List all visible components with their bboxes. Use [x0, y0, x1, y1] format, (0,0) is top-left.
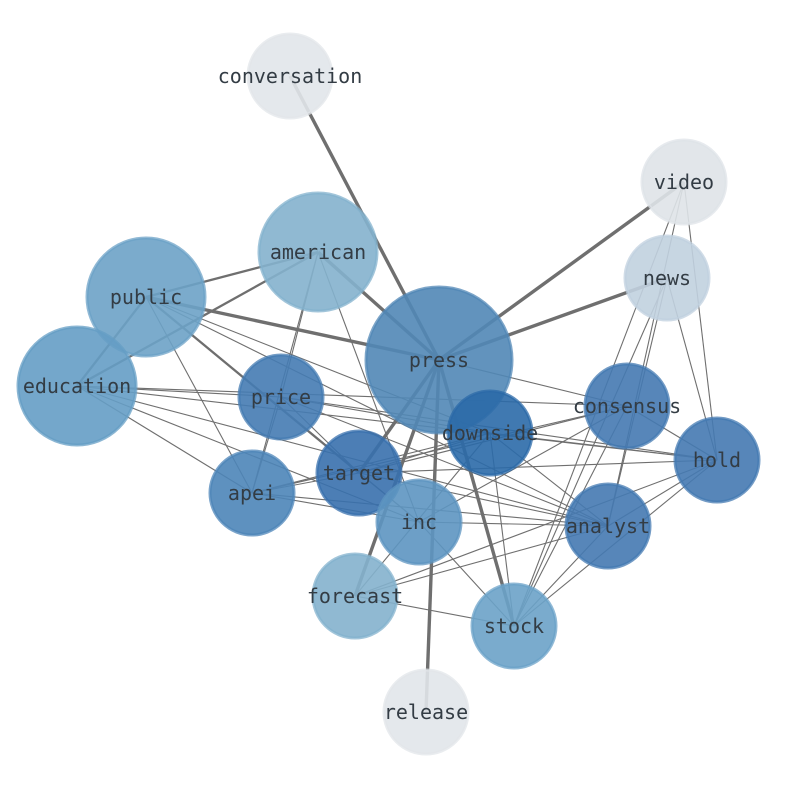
- edge-analyst-forecast: [354, 525, 609, 597]
- node-label-education: education: [23, 374, 131, 398]
- edge-hold-forecast: [354, 459, 718, 597]
- node-label-downside: downside: [442, 421, 538, 445]
- node-video: [640, 138, 728, 226]
- labels-layer: press american public education price downsid…: [23, 64, 741, 724]
- node-price: [237, 353, 325, 441]
- node-label-conversation: conversation: [218, 64, 363, 88]
- node-education: [16, 325, 138, 447]
- node-label-american: american: [270, 240, 366, 264]
- node-public: [85, 236, 207, 358]
- edge-education-consensus: [76, 385, 628, 407]
- node-target: [315, 429, 403, 517]
- edge-consensus-apei: [251, 405, 628, 494]
- node-analyst: [564, 482, 652, 570]
- node-stock: [470, 582, 558, 670]
- node-label-release: release: [384, 700, 468, 724]
- node-label-price: price: [251, 385, 311, 409]
- node-release: [382, 668, 470, 756]
- node-label-public: public: [110, 285, 182, 309]
- node-news: [623, 234, 711, 322]
- node-consensus: [583, 362, 671, 450]
- node-label-inc: inc: [401, 510, 437, 534]
- node-label-analyst: analyst: [566, 514, 650, 538]
- node-conversation: [246, 32, 334, 120]
- node-label-press: press: [409, 348, 469, 372]
- node-label-news: news: [643, 266, 691, 290]
- node-inc: [375, 478, 463, 566]
- node-label-apei: apei: [228, 481, 276, 505]
- node-forecast: [311, 552, 399, 640]
- node-label-target: target: [323, 461, 395, 485]
- edge-hold-target: [358, 459, 718, 474]
- node-american: [257, 191, 379, 313]
- nodes-layer: [16, 32, 761, 756]
- node-label-hold: hold: [693, 448, 741, 472]
- edge-hold-video: [683, 181, 718, 461]
- edge-analyst-video: [607, 181, 685, 527]
- edge-public-analyst: [145, 296, 609, 527]
- node-label-consensus: consensus: [573, 394, 681, 418]
- node-label-video: video: [654, 170, 714, 194]
- edge-price-analyst: [280, 396, 609, 527]
- node-downside: [446, 389, 534, 477]
- node-label-stock: stock: [484, 614, 544, 638]
- node-hold: [673, 416, 761, 504]
- node-apei: [208, 449, 296, 537]
- edge-stock-news: [513, 277, 668, 627]
- node-label-forecast: forecast: [307, 584, 403, 608]
